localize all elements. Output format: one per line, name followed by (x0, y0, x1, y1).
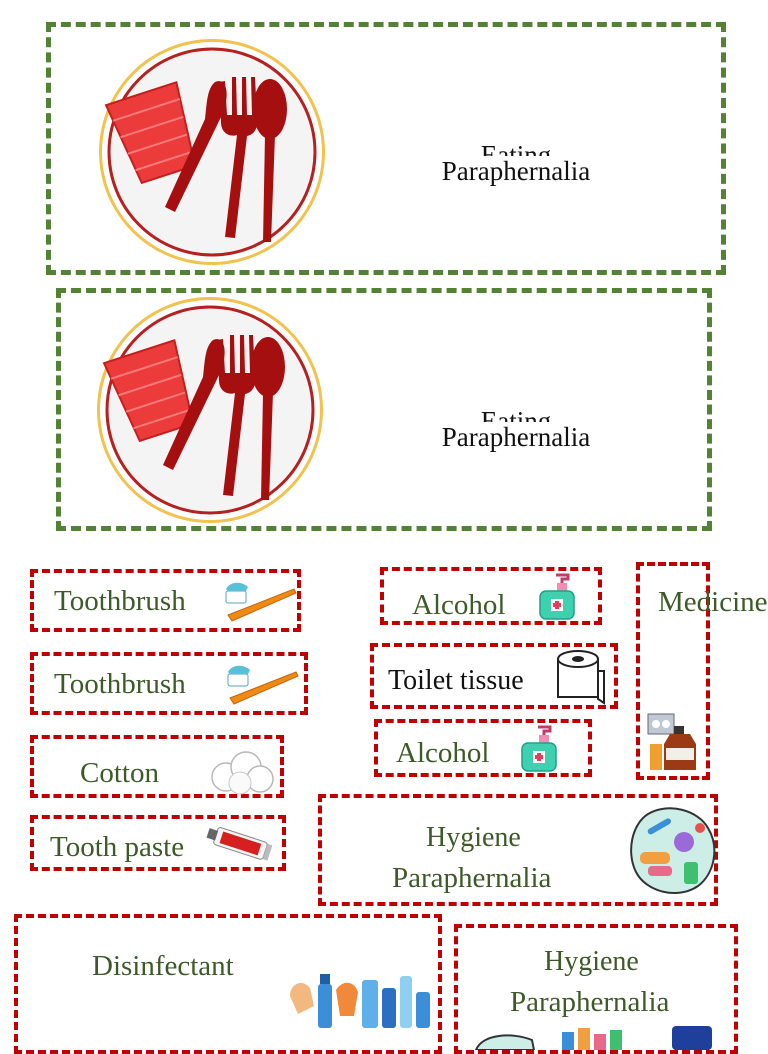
alcohol-label: Alcohol (412, 589, 506, 621)
cotton-card: Cotton (30, 735, 284, 798)
alcohol-label: Alcohol (396, 737, 490, 769)
eating-title-line1: Eating (480, 140, 552, 156)
toilet-tissue-card: Toilet tissue (370, 643, 618, 709)
eating-card: Eating Paraphernalia (56, 288, 712, 531)
hygiene-title-line2: Paraphernalia (392, 862, 552, 894)
disinfectant-label: Disinfectant (92, 950, 234, 982)
hygiene-card: Hygiene Paraphernalia (318, 794, 718, 906)
medicine-label: Medicine (658, 586, 768, 618)
toothbrush-label: Toothbrush (54, 585, 186, 617)
disinfectant-products-icon (290, 974, 430, 1028)
hygiene-title-line2: Paraphernalia (510, 986, 670, 1018)
hygiene-title-line1: Hygiene (544, 946, 639, 977)
hygiene-card: Hygiene Paraphernalia (454, 924, 738, 1054)
medicine-bottle-icon (647, 713, 696, 770)
cotton-label: Cotton (80, 757, 159, 789)
toothbrush-card: Toothbrush (30, 569, 301, 632)
eating-title-line2: Paraphernalia (441, 156, 591, 186)
eating-title-line2: Paraphernalia (441, 422, 591, 452)
toothbrush-label: Toothbrush (54, 668, 186, 700)
toilet-paper-icon (557, 650, 605, 705)
hygiene-kit-icon (474, 1026, 712, 1050)
eating-card: Eating Paraphernalia (46, 22, 726, 275)
toothpaste-tube-icon (206, 827, 273, 861)
plate-cutlery-icon (95, 295, 325, 525)
medicine-card: Medicine (636, 562, 768, 780)
disinfectant-card: Disinfectant (14, 914, 442, 1054)
toothbrush-card: Toothbrush (30, 652, 308, 715)
hygiene-kit-icon (630, 807, 716, 895)
toothbrush-icon (225, 582, 297, 622)
hand-sanitizer-icon (521, 725, 557, 772)
cotton-balls-icon (211, 751, 274, 795)
plate-cutlery-icon (97, 37, 327, 267)
tooth-paste-card: Tooth paste (30, 815, 286, 871)
alcohol-card: Alcohol (380, 567, 602, 625)
eating-title-line1: Eating (480, 406, 552, 422)
tooth-paste-label: Tooth paste (50, 831, 185, 863)
toilet-tissue-label: Toilet tissue (388, 665, 524, 696)
hygiene-title-line1: Hygiene (426, 822, 521, 853)
alcohol-card: Alcohol (374, 719, 592, 777)
toothbrush-icon (227, 665, 299, 705)
hand-sanitizer-icon (539, 573, 575, 620)
